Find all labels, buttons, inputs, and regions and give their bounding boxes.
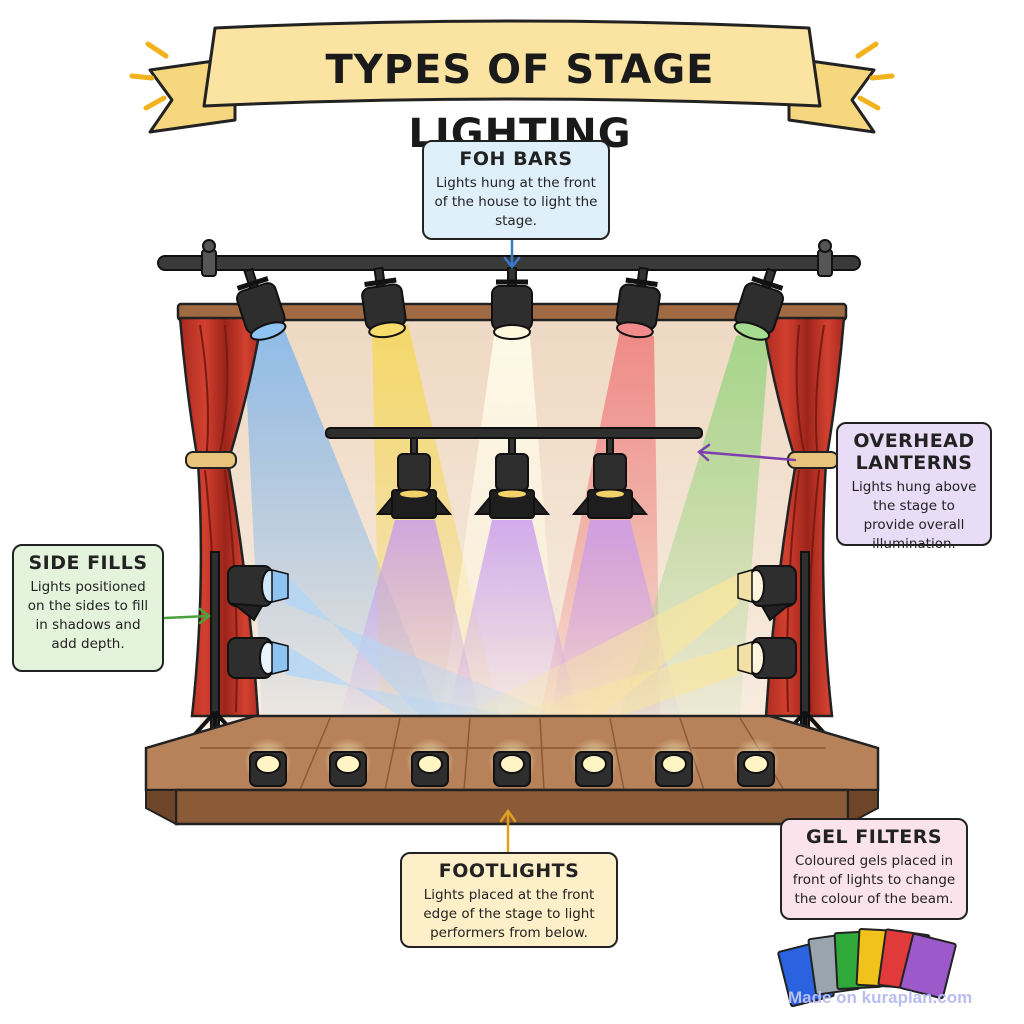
overhead-lantern-1-icon [375, 437, 453, 519]
arrow-side [163, 607, 212, 625]
callout-overhead-heading: OVERHEAD LANTERNS [853, 430, 975, 474]
gel-card [899, 932, 957, 1000]
callout-side-fills: SIDE FILLS Lights positioned on the side… [12, 544, 164, 672]
callout-foh-heading: FOH BARS [459, 148, 573, 170]
callout-foot-text: Lights placed at the front edge of the s… [423, 887, 595, 941]
footlight-7-icon [732, 738, 780, 787]
footlight-1-icon [244, 738, 292, 787]
callout-footlights: FOOTLIGHTS Lights placed at the front ed… [400, 852, 618, 948]
callout-side-heading: SIDE FILLS [28, 552, 148, 574]
footlight-3-icon [406, 738, 454, 787]
overhead-bar [325, 427, 703, 439]
footlight-4-icon [488, 738, 536, 787]
gel-filters-icon [777, 927, 957, 1008]
overhead-lantern-2-icon [473, 437, 551, 519]
overhead-lanterns [375, 437, 649, 519]
callout-gel-heading: GEL FILTERS [805, 826, 943, 848]
footlights [244, 738, 780, 787]
callout-gel-filters: GEL FILTERS Coloured gels placed in fron… [780, 818, 968, 920]
footlight-6-icon [650, 738, 698, 787]
title-banner [148, 19, 876, 134]
callout-foot-heading: FOOTLIGHTS [438, 860, 580, 882]
overhead-lantern-3-icon [571, 437, 649, 519]
foh-lantern-3-icon [491, 267, 533, 340]
side-lantern-left-2-icon [227, 637, 289, 679]
sparkle-icon [129, 41, 895, 111]
side-lantern-right-2-icon [737, 637, 797, 679]
callout-foh-text: Lights hung at the front of the house to… [434, 175, 598, 229]
foh-lantern-5-icon [733, 267, 784, 341]
foh-lantern-2-icon [361, 266, 407, 339]
foh-lanterns [236, 266, 784, 341]
callout-overhead-lanterns: OVERHEAD LANTERNS Lights hung above the … [836, 422, 992, 552]
page-title: TYPES OF STAGE LIGHTING [325, 47, 715, 157]
watermark: Made on kuraplan.com [788, 988, 973, 1007]
arrow-foh [503, 238, 521, 270]
foh-lantern-1-icon [236, 267, 287, 341]
side-lantern-right-1-icon [737, 565, 797, 622]
footlight-5-icon [570, 738, 618, 787]
side-beams [286, 574, 738, 716]
callout-side-text: Lights positioned on the sides to fill i… [27, 579, 149, 652]
arrow-foot [499, 808, 517, 854]
callout-foh-bars: FOH BARS Lights hung at the front of the… [422, 140, 610, 240]
callout-overhead-text: Lights hung above the stage to provide o… [851, 479, 977, 552]
callout-gel-text: Coloured gels placed in front of lights … [792, 853, 956, 907]
foh-lantern-4-icon [615, 266, 661, 339]
footlight-2-icon [324, 738, 372, 787]
side-lantern-left-1-icon [227, 565, 289, 622]
arrow-overhead [696, 443, 797, 462]
